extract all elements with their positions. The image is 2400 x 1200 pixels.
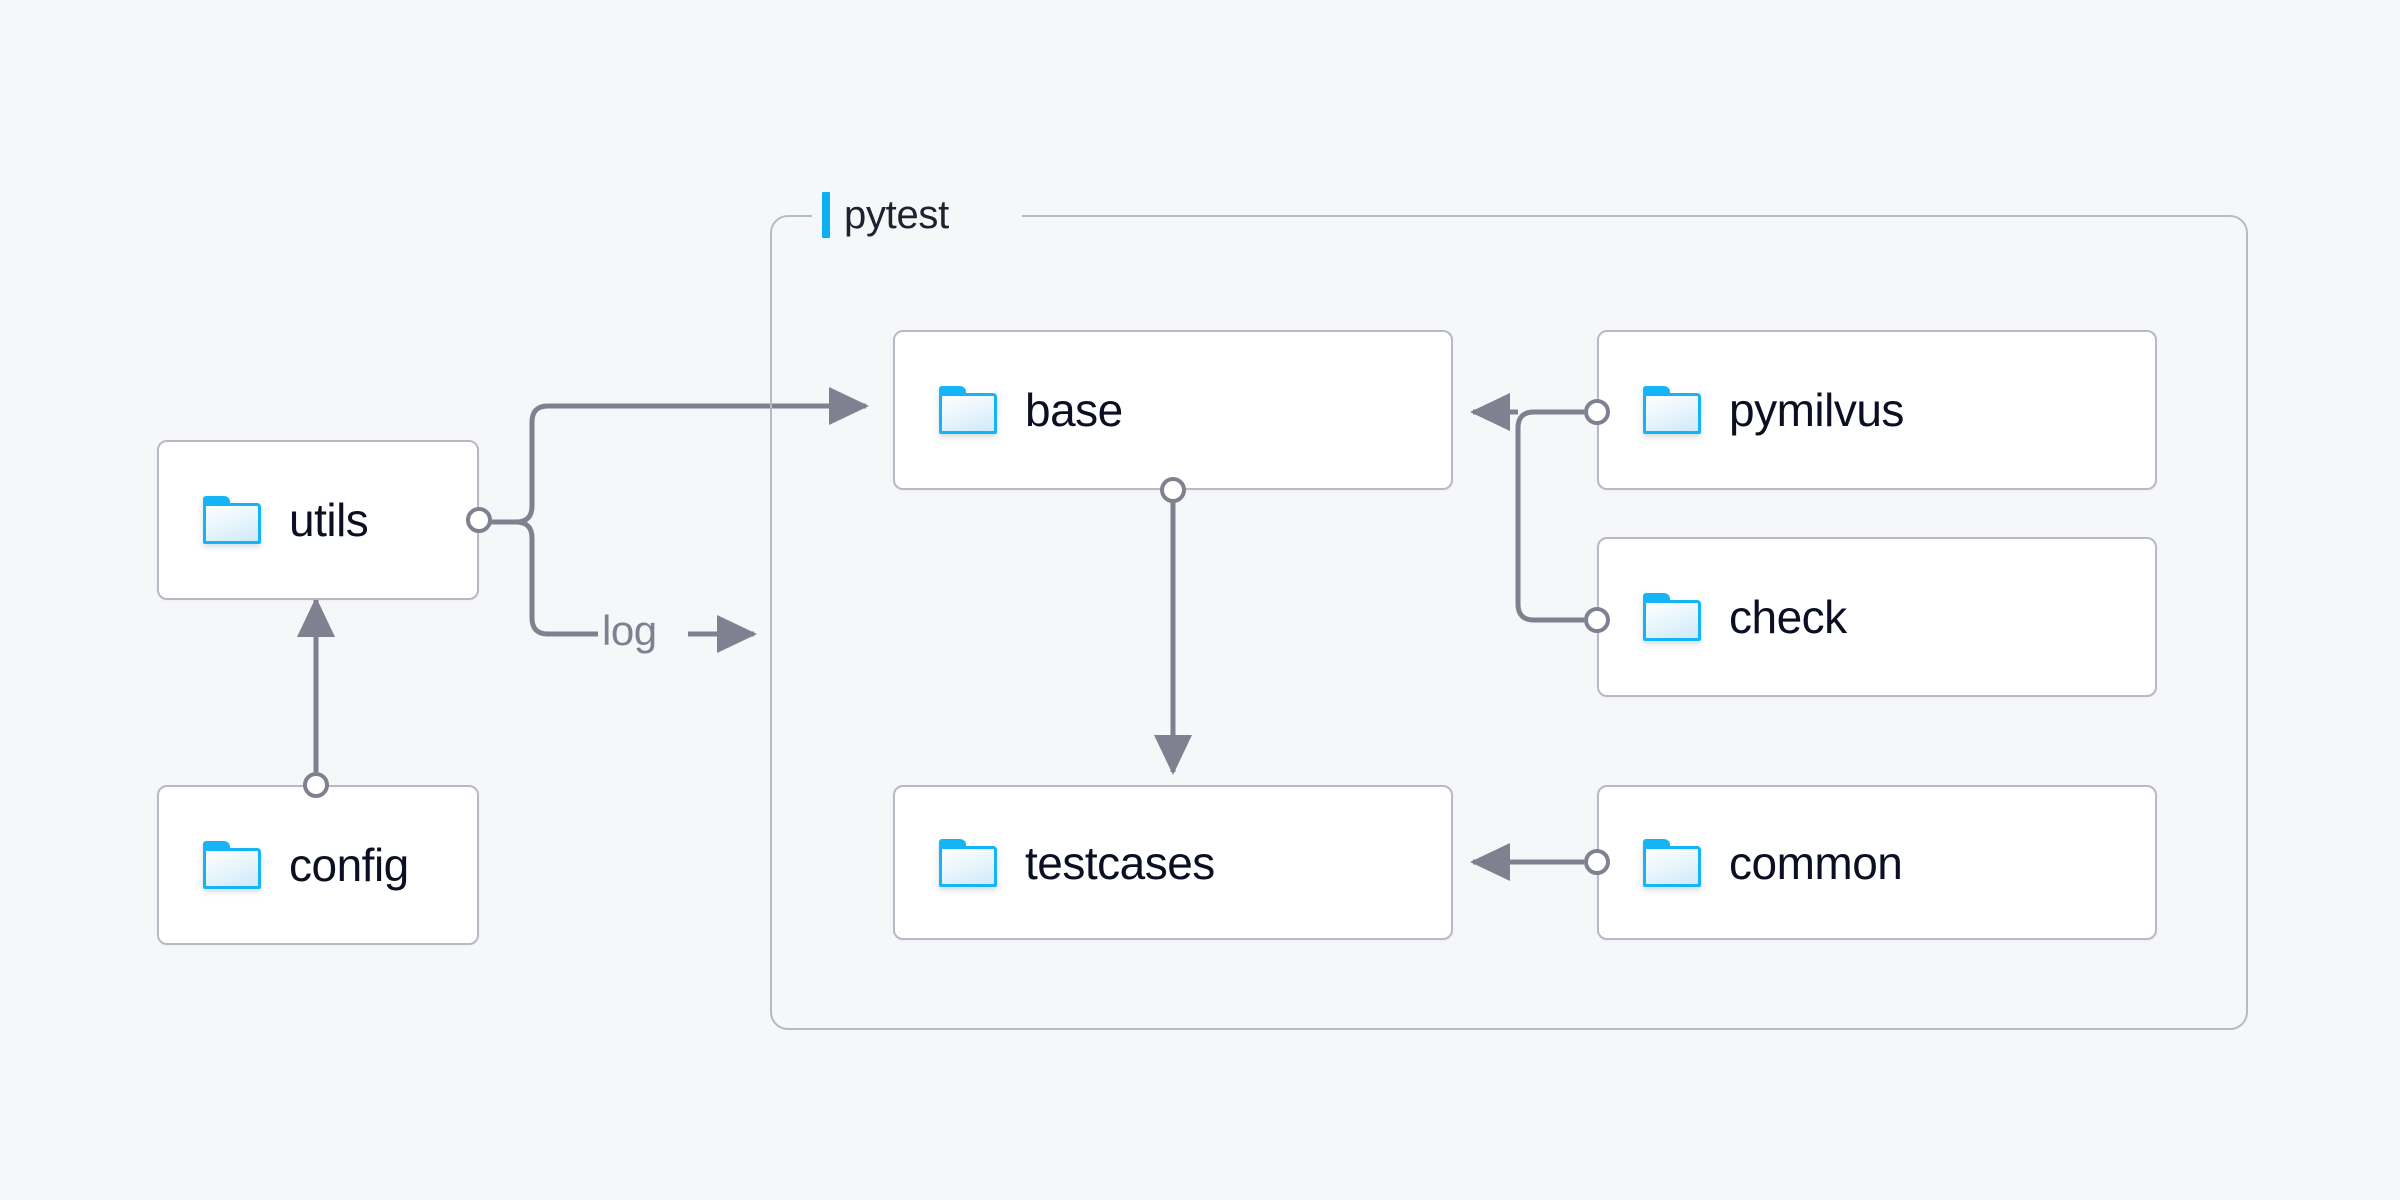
- node-pymilvus-label: pymilvus: [1729, 384, 1904, 436]
- node-testcases[interactable]: testcases: [893, 785, 1453, 940]
- group-label-mask: [812, 209, 1022, 221]
- folder-icon: [1643, 386, 1701, 434]
- node-pymilvus[interactable]: pymilvus: [1597, 330, 2157, 490]
- folder-icon: [939, 386, 997, 434]
- node-check[interactable]: check: [1597, 537, 2157, 697]
- port-utils-right[interactable]: [466, 507, 492, 533]
- node-utils[interactable]: utils: [157, 440, 479, 600]
- node-utils-label: utils: [289, 494, 369, 546]
- node-config-label: config: [289, 839, 409, 891]
- group-title: pytest: [844, 192, 949, 237]
- node-base-label: base: [1025, 384, 1123, 436]
- port-config-top[interactable]: [303, 772, 329, 798]
- edge-label-log: log: [602, 607, 657, 654]
- folder-icon: [1643, 593, 1701, 641]
- folder-icon: [203, 496, 261, 544]
- port-common-left[interactable]: [1584, 849, 1610, 875]
- folder-icon: [203, 841, 261, 889]
- node-config[interactable]: config: [157, 785, 479, 945]
- group-accent-bar: [822, 192, 830, 238]
- node-common-label: common: [1729, 836, 1903, 889]
- group-pytest[interactable]: [770, 215, 2248, 1030]
- folder-icon: [1643, 838, 1701, 887]
- node-testcases-label: testcases: [1025, 836, 1215, 889]
- node-common[interactable]: common: [1597, 785, 2157, 940]
- group-pytest-label: pytest: [822, 192, 949, 238]
- port-base-bottom[interactable]: [1160, 477, 1186, 503]
- node-check-label: check: [1729, 591, 1847, 643]
- port-pymilvus-left[interactable]: [1584, 399, 1610, 425]
- folder-icon: [939, 838, 997, 887]
- port-check-left[interactable]: [1584, 607, 1610, 633]
- node-base[interactable]: base: [893, 330, 1453, 490]
